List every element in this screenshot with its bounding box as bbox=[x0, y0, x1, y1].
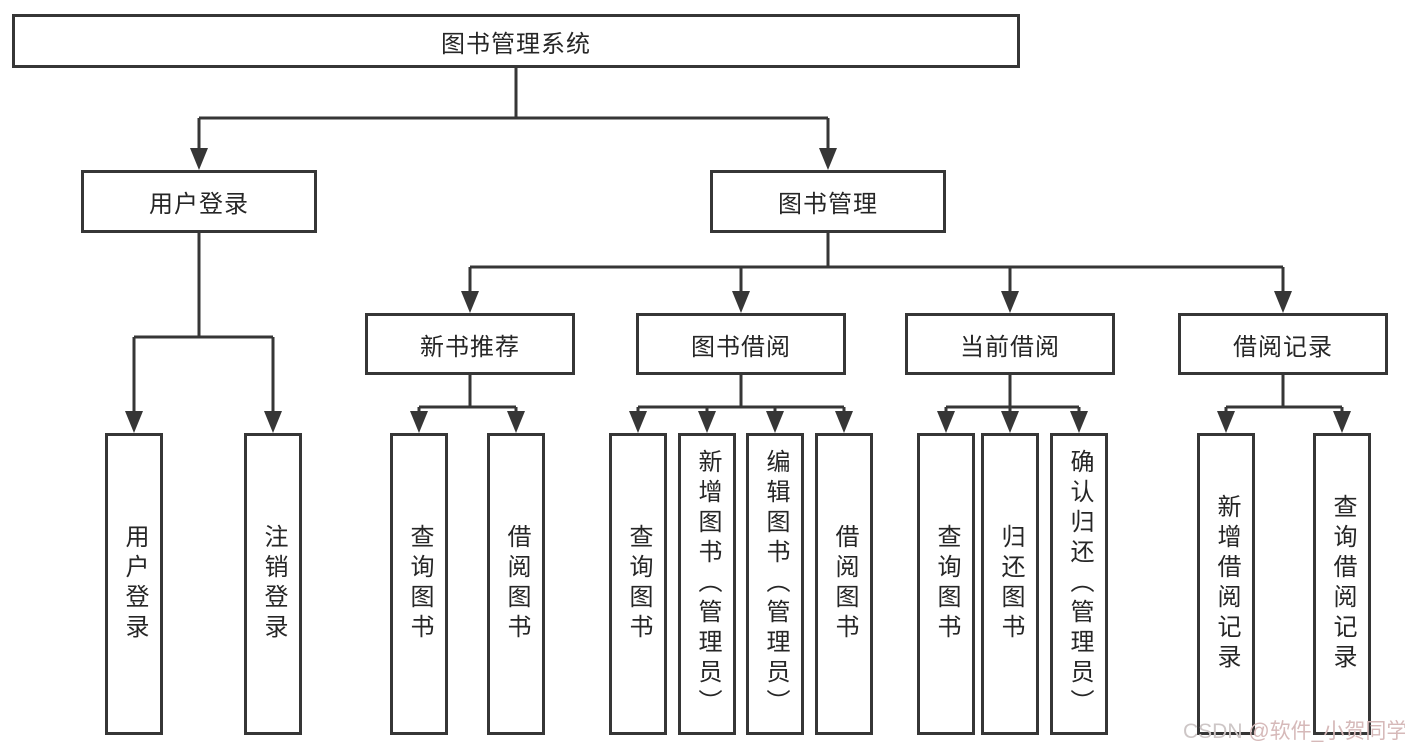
arrowhead bbox=[1333, 411, 1351, 433]
arrowhead bbox=[1274, 291, 1292, 313]
node-book-borrowing: 图书借阅 bbox=[636, 313, 846, 375]
leaf-return-books: 归还图书 bbox=[981, 433, 1039, 735]
leaf-edit-book-admin: 编辑图书（管理员） bbox=[746, 433, 804, 735]
arrowhead bbox=[507, 411, 525, 433]
arrowhead bbox=[732, 291, 750, 313]
leaf-query-books-borrow: 查询图书 bbox=[609, 433, 667, 735]
arrowhead bbox=[1001, 411, 1019, 433]
node-user-login: 用户登录 bbox=[81, 170, 317, 233]
leaf-query-books-current: 查询图书 bbox=[917, 433, 975, 735]
leaf-confirm-return-admin: 确认归还（管理员） bbox=[1050, 433, 1108, 735]
node-new-book-recommend: 新书推荐 bbox=[365, 313, 575, 375]
leaf-add-book-admin: 新增图书（管理员） bbox=[678, 433, 736, 735]
leaf-add-borrow-record: 新增借阅记录 bbox=[1197, 433, 1255, 735]
leaf-logout: 注销登录 bbox=[244, 433, 302, 735]
leaf-user-login: 用户登录 bbox=[105, 433, 163, 735]
node-current-borrowing: 当前借阅 bbox=[905, 313, 1115, 375]
arrowhead bbox=[410, 411, 428, 433]
arrowhead bbox=[264, 411, 282, 433]
node-library-system: 图书管理系统 bbox=[12, 14, 1020, 68]
arrowhead bbox=[1070, 411, 1088, 433]
arrowhead bbox=[190, 148, 208, 170]
arrowhead bbox=[461, 291, 479, 313]
leaf-query-borrow-record: 查询借阅记录 bbox=[1313, 433, 1371, 735]
arrowhead bbox=[1217, 411, 1235, 433]
leaf-query-books-recommend: 查询图书 bbox=[390, 433, 448, 735]
node-borrowing-records: 借阅记录 bbox=[1178, 313, 1388, 375]
leaf-borrow-books: 借阅图书 bbox=[815, 433, 873, 735]
arrowhead bbox=[698, 411, 716, 433]
arrowhead bbox=[125, 411, 143, 433]
leaf-borrow-books-recommend: 借阅图书 bbox=[487, 433, 545, 735]
arrowhead bbox=[766, 411, 784, 433]
arrowhead bbox=[629, 411, 647, 433]
arrowhead bbox=[835, 411, 853, 433]
node-book-management: 图书管理 bbox=[710, 170, 946, 233]
arrowhead bbox=[1001, 291, 1019, 313]
arrowhead bbox=[819, 148, 837, 170]
arrowhead bbox=[937, 411, 955, 433]
